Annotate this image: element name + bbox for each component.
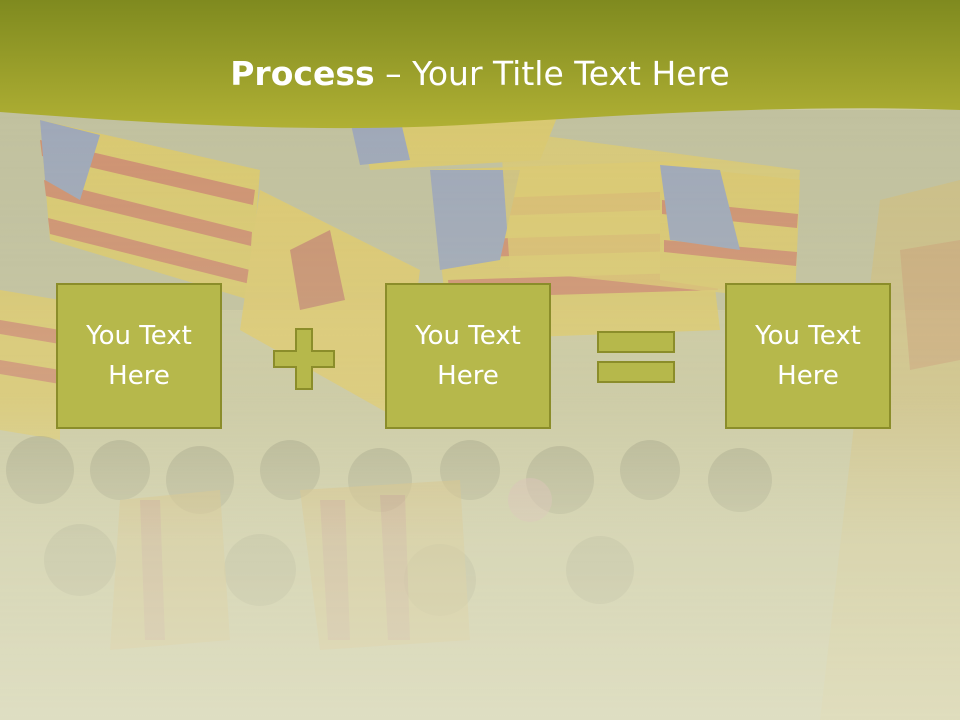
process-box-line1: You Text: [86, 321, 192, 351]
process-box-3[interactable]: You Text Here: [725, 283, 891, 429]
plus-icon: [272, 327, 336, 391]
process-box-line1: You Text: [415, 321, 521, 351]
title-rest: – Your Title Text Here: [374, 54, 730, 93]
process-box-1[interactable]: You Text Here: [56, 283, 222, 429]
process-box-text: You Text Here: [738, 316, 878, 396]
process-box-text: You Text Here: [69, 316, 209, 396]
process-box-line2: Here: [108, 361, 170, 391]
title-banner: Process – Your Title Text Here: [0, 0, 960, 140]
process-box-line2: Here: [777, 361, 839, 391]
process-box-line2: Here: [437, 361, 499, 391]
process-box-line1: You Text: [755, 321, 861, 351]
title-bold: Process: [230, 54, 375, 93]
process-box-2[interactable]: You Text Here: [385, 283, 551, 429]
slide-title: Process – Your Title Text Here: [0, 52, 960, 96]
process-box-text: You Text Here: [398, 316, 538, 396]
equals-icon: [596, 330, 676, 384]
